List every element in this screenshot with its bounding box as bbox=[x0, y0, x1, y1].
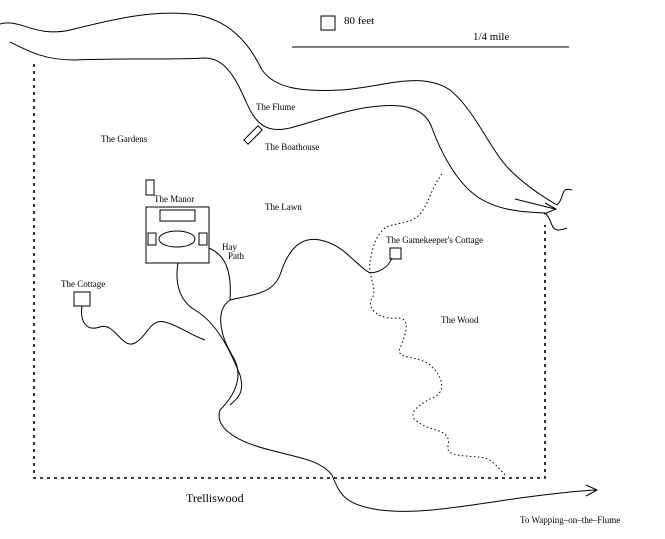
scale-bar-label: 1/4 mile bbox=[473, 31, 509, 43]
scale-square bbox=[320, 15, 336, 31]
manor-outbuilding bbox=[145, 179, 155, 196]
main-path bbox=[218, 238, 597, 512]
label-gamekeeper-cottage: The Gamekeeper's Cottage bbox=[386, 235, 483, 245]
manor-south-path bbox=[176, 262, 243, 406]
exit-arrow-head bbox=[585, 484, 599, 497]
river-end-lower bbox=[544, 212, 568, 231]
scale-square-label: 80 feet bbox=[344, 15, 374, 27]
river-end-upper bbox=[556, 188, 573, 206]
cottage-building bbox=[73, 291, 91, 307]
label-wood: The Wood bbox=[441, 315, 479, 325]
river-upper-bank bbox=[0, 12, 558, 206]
river-current-arrow bbox=[514, 198, 558, 215]
flume-weir bbox=[243, 125, 263, 145]
hay-path bbox=[208, 247, 231, 301]
woodland-trail bbox=[369, 173, 506, 476]
label-boathouse: The Boathouse bbox=[265, 142, 319, 152]
manor-west-wing bbox=[147, 232, 157, 246]
label-gardens: The Gardens bbox=[101, 134, 148, 144]
label-hay: Hay bbox=[222, 242, 237, 252]
label-lawn: The Lawn bbox=[265, 202, 302, 212]
cottage-path bbox=[81, 305, 206, 345]
label-exit-destination: To Wapping–on–the–Flume bbox=[520, 515, 620, 525]
label-manor: The Manor bbox=[154, 194, 194, 204]
manor-east-wing bbox=[198, 232, 208, 246]
river-lower-bank bbox=[9, 41, 546, 214]
gamekeeper-cottage-building bbox=[389, 247, 402, 260]
label-path: Path bbox=[228, 251, 245, 261]
manor-courtyard bbox=[158, 230, 196, 248]
gamekeeper-link bbox=[369, 257, 393, 274]
manor-north-wing bbox=[159, 209, 196, 222]
label-cottage: The Cottage bbox=[61, 279, 105, 289]
estate-boundary bbox=[33, 64, 546, 479]
map-title: Trelliswood bbox=[186, 491, 244, 505]
label-flume: The Flume bbox=[256, 102, 295, 112]
